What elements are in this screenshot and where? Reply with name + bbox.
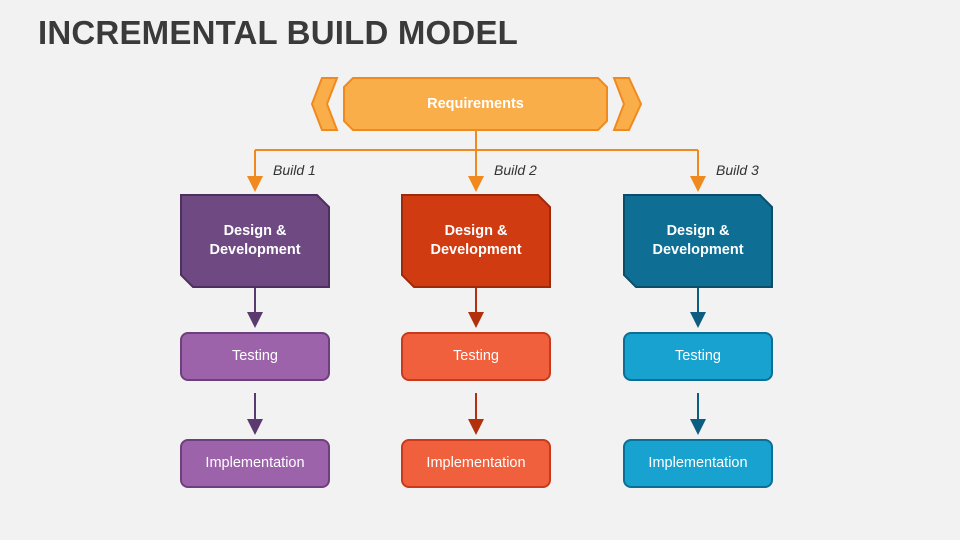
- implementation-box: [180, 439, 330, 488]
- implementation-box: [401, 439, 551, 488]
- testing-box: [623, 332, 773, 381]
- design-development-label: Design & Development: [652, 223, 744, 258]
- page-title: INCREMENTAL BUILD MODEL: [38, 14, 519, 51]
- right-bracket-icon: [612, 77, 643, 131]
- build-label: Build 3: [716, 162, 759, 178]
- testing-box: [401, 332, 551, 381]
- requirements-connectors: [247, 130, 706, 192]
- implementation-box: [623, 439, 773, 488]
- testing-label: Testing: [232, 348, 278, 364]
- requirements-label: Requirements: [427, 95, 524, 112]
- design-development-label: Design & Development: [430, 223, 522, 258]
- implementation-label: Implementation: [648, 455, 748, 471]
- design-development-box: [180, 194, 330, 288]
- build-label: Build 1: [273, 162, 316, 178]
- build-label: Build 2: [494, 162, 537, 178]
- design-development-label: Design & Development: [209, 223, 301, 258]
- design-development-box: [623, 194, 773, 288]
- implementation-label: Implementation: [205, 455, 305, 471]
- requirements-box: [343, 77, 608, 131]
- left-bracket-icon: [310, 77, 339, 131]
- testing-box: [180, 332, 330, 381]
- testing-label: Testing: [675, 348, 721, 364]
- design-development-box: [401, 194, 551, 288]
- implementation-label: Implementation: [426, 455, 526, 471]
- testing-label: Testing: [453, 348, 499, 364]
